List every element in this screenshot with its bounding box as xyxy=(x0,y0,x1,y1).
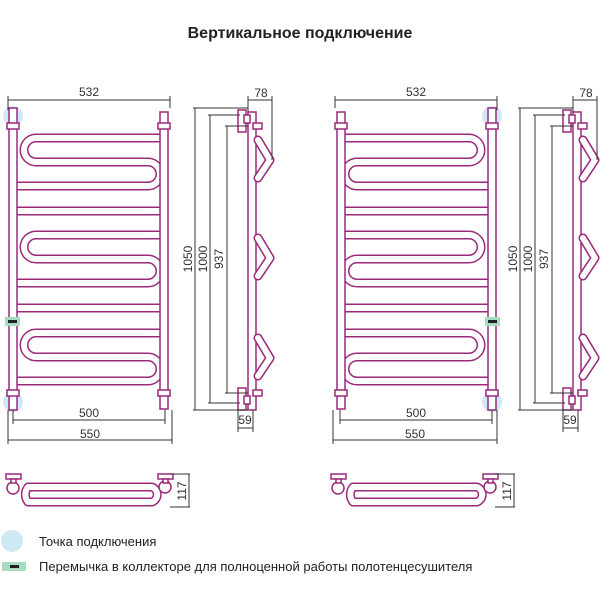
dim-depth: 78 xyxy=(579,86,593,100)
dim-width-total: 550 xyxy=(405,427,425,441)
dim-width-top: 532 xyxy=(79,85,99,99)
dim-height-inner: 937 xyxy=(537,249,551,269)
dim-top-depth: 117 xyxy=(500,481,514,500)
dim-wall-offset: 59 xyxy=(563,413,577,427)
dim-width-inner: 500 xyxy=(79,406,99,420)
dim-height-mid: 1000 xyxy=(196,245,210,272)
top-view-left xyxy=(6,474,173,502)
side-view-right xyxy=(563,110,595,410)
dim-width-top: 532 xyxy=(406,85,426,99)
legend-jumper: Перемычка в коллекторе для полноценной р… xyxy=(39,559,472,574)
dim-height-mid: 1000 xyxy=(521,245,535,272)
dim-height-total: 1050 xyxy=(506,245,520,272)
dim-depth: 78 xyxy=(254,86,268,100)
jumper-mark xyxy=(10,565,19,568)
dim-height-total: 1050 xyxy=(181,245,195,272)
dimensions-left: 532 500 550 1050 1000 937 78 59 117 xyxy=(7,85,273,508)
page-title: Вертикальное подключение xyxy=(188,25,413,42)
dim-wall-offset: 59 xyxy=(238,413,252,427)
dim-height-inner: 937 xyxy=(212,249,226,269)
legend: Точка подключения Перемычка в коллекторе… xyxy=(1,530,472,574)
dim-width-inner: 500 xyxy=(406,406,426,420)
side-view-left xyxy=(238,110,270,410)
dim-width-total: 550 xyxy=(80,427,100,441)
connection-point-swatch xyxy=(1,530,23,552)
dimensions-right: 532 500 550 1050 1000 937 78 59 117 xyxy=(332,85,598,508)
dim-top-depth: 117 xyxy=(175,481,189,500)
legend-connection-point: Точка подключения xyxy=(39,534,156,549)
top-view-right xyxy=(331,474,498,502)
front-view-left xyxy=(3,106,170,412)
front-view-right xyxy=(335,106,502,412)
